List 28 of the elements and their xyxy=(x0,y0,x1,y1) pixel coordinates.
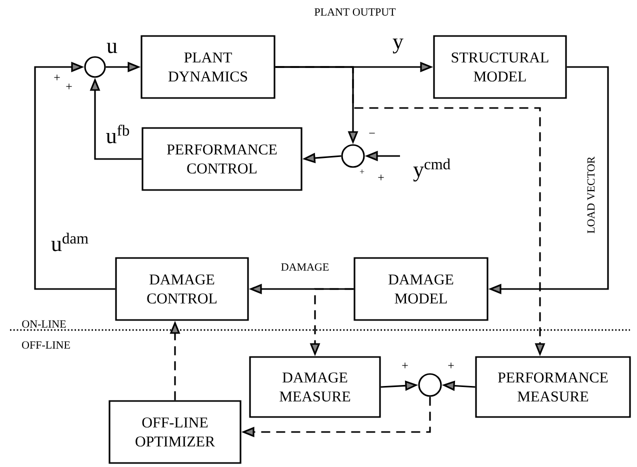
process-box: DAMAGE MODEL xyxy=(354,257,488,321)
summing-junction xyxy=(341,144,365,168)
sign-label: − xyxy=(369,132,375,134)
edge-label: u xyxy=(106,42,118,54)
edge-label: u$^{dam}$ xyxy=(50,232,90,252)
summing-junction xyxy=(418,373,442,397)
process-box: STRUCTURAL MODEL xyxy=(433,35,567,99)
edge-label: y xyxy=(392,38,404,54)
heading-text: PLANT OUTPUT xyxy=(314,8,396,16)
sign-label: + xyxy=(54,74,60,80)
process-box: PERFORMANCE CONTROL xyxy=(142,127,302,191)
zone-label: ON-LINE xyxy=(22,320,66,328)
summing-junction xyxy=(84,56,106,78)
edge-label: u$^{fb}$ xyxy=(104,124,132,144)
process-box: PERFORMANCE MEASURE xyxy=(475,356,631,418)
sign-label: + xyxy=(378,174,384,180)
arrow xyxy=(34,62,116,290)
sign-label: + xyxy=(402,362,408,368)
process-box: OFF-LINE OPTIMIZER xyxy=(108,400,242,464)
process-box: PLANT DYNAMICS xyxy=(140,35,276,99)
process-box: DAMAGE MEASURE xyxy=(249,356,381,418)
edge-label: LOAD VECTOR xyxy=(586,155,596,235)
sign-label: + xyxy=(66,84,72,90)
edge-label: y$^{cmd}$ xyxy=(412,158,452,182)
edge-label: DAMAGE xyxy=(280,262,330,272)
process-box: DAMAGE CONTROL xyxy=(115,257,249,321)
sign-label: + xyxy=(448,362,454,368)
zone-label: OFF-LINE xyxy=(22,341,70,349)
